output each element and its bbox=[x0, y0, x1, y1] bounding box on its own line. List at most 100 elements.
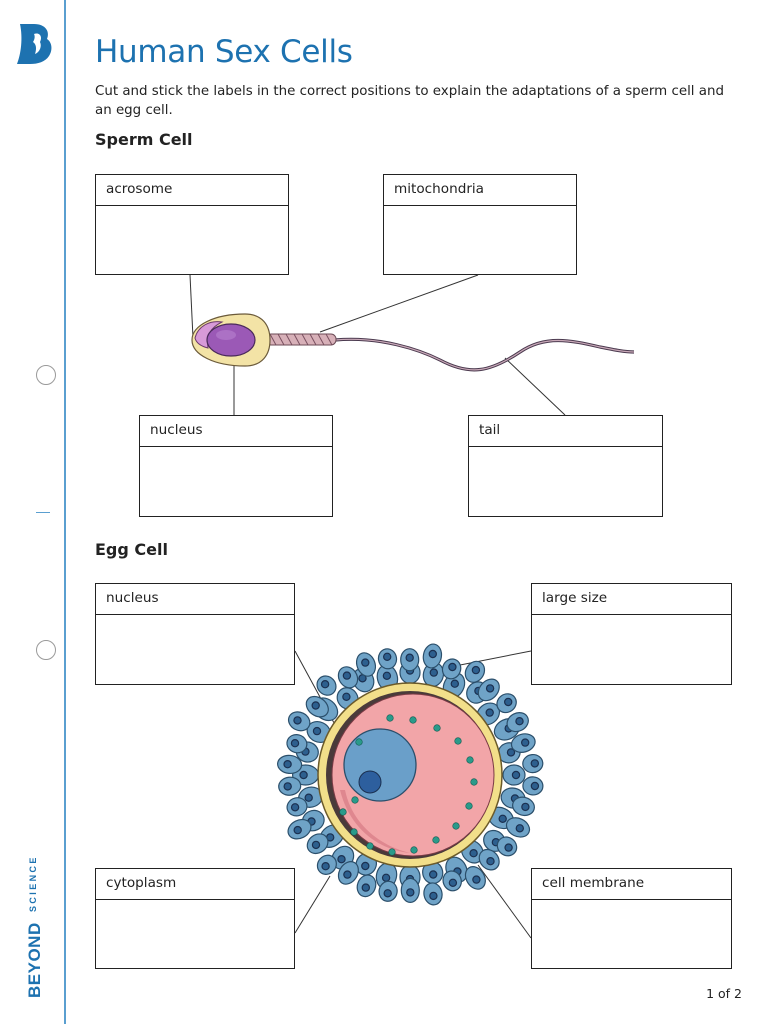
follicle-cell-nucleus bbox=[450, 679, 459, 688]
follicle-cell-nucleus bbox=[498, 814, 507, 824]
cortical-granule bbox=[466, 756, 474, 764]
punch-hole-bottom bbox=[36, 640, 56, 660]
beyond-b-logo-icon bbox=[17, 24, 52, 64]
follicle-cell bbox=[445, 856, 468, 883]
cortical-granule bbox=[388, 848, 396, 856]
follicle-cell-nucleus bbox=[429, 668, 438, 677]
sperm-leader-lines bbox=[189, 274, 566, 416]
cortical-granule bbox=[465, 802, 473, 810]
cortical-granule bbox=[351, 796, 359, 804]
sperm-head bbox=[191, 313, 271, 367]
follicle-cell bbox=[506, 712, 529, 733]
follicle-cell bbox=[355, 652, 377, 677]
label-box-egg-nucleus: nucleus bbox=[95, 583, 295, 685]
label-acrosome: acrosome bbox=[96, 175, 288, 206]
label-tail: tail bbox=[469, 416, 662, 447]
follicle-cell bbox=[423, 882, 443, 906]
follicle-cell bbox=[377, 648, 398, 670]
follicle-cell-nucleus bbox=[530, 759, 540, 768]
follicle-cell-nucleus bbox=[293, 716, 302, 725]
follicle-cell-nucleus bbox=[448, 662, 457, 672]
follicle-cell bbox=[356, 874, 377, 898]
follicle-cell bbox=[422, 661, 445, 688]
page-title: Human Sex Cells bbox=[95, 34, 353, 70]
follicle-cell bbox=[352, 667, 375, 693]
follicle-cell-nucleus bbox=[405, 653, 414, 662]
follicle-cell bbox=[464, 660, 486, 683]
follicle-cell bbox=[505, 817, 531, 838]
follicle-cell-nucleus bbox=[491, 838, 501, 847]
label-egg-nucleus: nucleus bbox=[96, 584, 294, 615]
sperm-tail bbox=[334, 337, 635, 372]
label-box-cytoplasm: cytoplasm bbox=[95, 868, 295, 969]
follicle-cell bbox=[298, 786, 324, 808]
follicle-cell-nucleus bbox=[406, 888, 415, 897]
follicle-cell bbox=[477, 678, 500, 702]
label-box-mitochondria: mitochondria bbox=[383, 174, 577, 275]
label-box-cell-membrane: cell membrane bbox=[531, 868, 732, 969]
follicle-cell bbox=[496, 836, 518, 857]
follicle-cell-nucleus bbox=[311, 701, 320, 710]
follicle-cell bbox=[301, 809, 325, 832]
follicle-cell-nucleus bbox=[342, 671, 352, 680]
follicle-cell bbox=[337, 666, 359, 689]
follicle-cell bbox=[278, 776, 302, 796]
follicle-cell bbox=[378, 880, 398, 902]
follicle-cell-nucleus bbox=[515, 717, 524, 726]
follicle-cell-nucleus bbox=[453, 867, 462, 876]
follicle-cell-nucleus bbox=[337, 855, 346, 864]
follicle-cell-nucleus bbox=[343, 870, 352, 879]
follicle-cell bbox=[355, 852, 377, 876]
follicle-cell-nucleus bbox=[504, 724, 513, 733]
follicle-cell-nucleus bbox=[515, 824, 525, 833]
follicle-cell-nucleus bbox=[469, 849, 478, 858]
follicle-cell bbox=[522, 776, 544, 796]
cortical-granule bbox=[355, 738, 363, 746]
follicle-cell-nucleus bbox=[361, 861, 370, 871]
follicle-cell-nucleus bbox=[383, 652, 392, 662]
follicle-cell bbox=[337, 861, 359, 885]
follicle-cell bbox=[292, 764, 320, 786]
follicle-cell-nucleus bbox=[304, 793, 313, 802]
acrosome-cap bbox=[194, 321, 224, 349]
label-box-tail: tail bbox=[468, 415, 663, 517]
follicle-cell bbox=[399, 864, 421, 890]
follicle-cell bbox=[376, 664, 399, 692]
follicle-cell bbox=[512, 796, 535, 817]
follicle-cell bbox=[336, 687, 359, 710]
label-sperm-nucleus: nucleus bbox=[140, 416, 332, 447]
follicle-cell-nucleus bbox=[471, 665, 481, 675]
follicle-cell-nucleus bbox=[307, 817, 316, 826]
egg-leader-lines bbox=[294, 650, 532, 939]
follicle-cell-nucleus bbox=[486, 857, 495, 866]
label-mitochondria: mitochondria bbox=[384, 175, 576, 206]
svg-text:BEYOND: BEYOND bbox=[25, 922, 44, 998]
cell-membrane bbox=[326, 691, 494, 859]
follicle-cell bbox=[422, 861, 444, 885]
follicle-cell bbox=[313, 697, 339, 722]
follicle-cell bbox=[399, 660, 421, 685]
instructions: Cut and stick the labels in the correct … bbox=[95, 84, 724, 118]
follicle-cell bbox=[331, 845, 355, 870]
svg-text:SCIENCE: SCIENCE bbox=[28, 855, 38, 912]
punch-hole-top bbox=[36, 365, 56, 385]
cortical-granule bbox=[452, 822, 460, 830]
follicle-cell bbox=[441, 658, 462, 680]
follicle-cell-nucleus bbox=[311, 840, 321, 850]
follicle-cell-nucleus bbox=[321, 862, 330, 871]
follicle-cell bbox=[316, 854, 337, 875]
follicle-cell bbox=[442, 672, 466, 699]
follicle-cell-nucleus bbox=[530, 781, 540, 791]
cortical-granule bbox=[350, 828, 358, 836]
follicle-cell bbox=[287, 818, 312, 840]
follicle-cell-nucleus bbox=[511, 770, 521, 780]
cortical-granule bbox=[432, 836, 440, 844]
cortical-granule bbox=[433, 724, 441, 732]
follicle-cell bbox=[400, 877, 420, 904]
follicle-cell-nucleus bbox=[504, 697, 513, 707]
follicle-cell bbox=[305, 695, 329, 718]
cortical-granule bbox=[339, 808, 347, 816]
follicle-cell-nucleus bbox=[506, 748, 516, 757]
follicle-cell-nucleus bbox=[405, 874, 415, 884]
follicle-cell bbox=[476, 702, 501, 726]
